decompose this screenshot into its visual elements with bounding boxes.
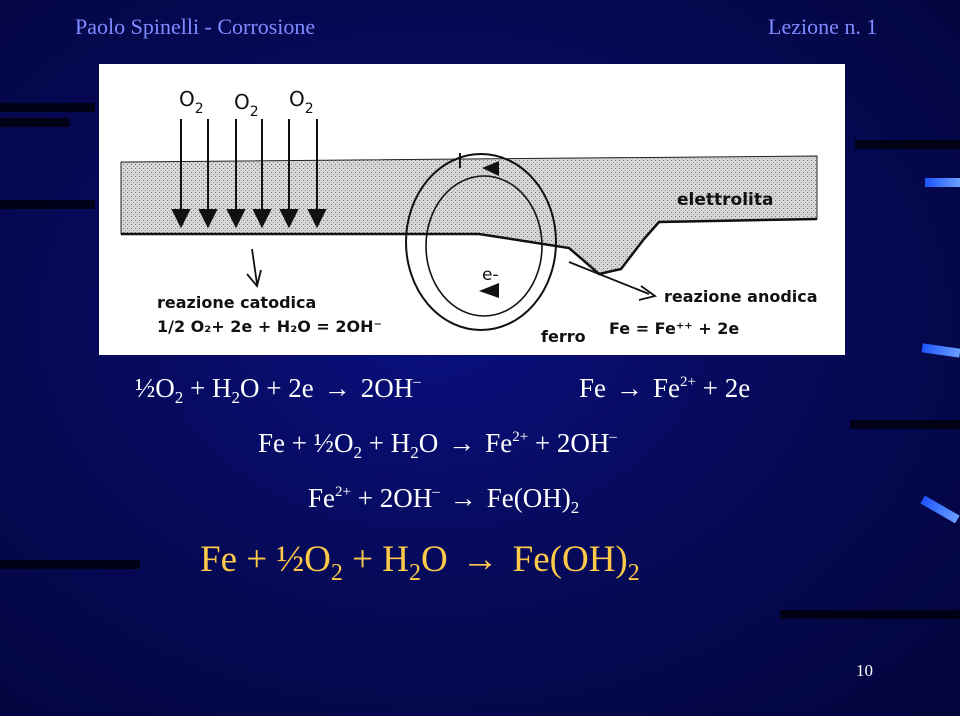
electrolyte-label: elettrolita [677,190,773,210]
corrosion-diagram: O2 O2 O2 I e- elettrolita reazione catod… [99,64,845,355]
anodic-reaction-title: reazione anodica [664,287,818,306]
precipitation-equation: Fe2+ + 2OH–→Fe(OH)2 [308,483,580,517]
iron-label: ferro [541,327,586,346]
reaction-arrow-icon: → [323,373,351,403]
reaction-arrow-icon: → [448,428,476,458]
decor-streak [855,140,960,149]
electron-label: e- [482,265,499,285]
cathodic-reaction-equation: 1/2 O₂+ 2e + H₂O = 2OH⁻ [157,317,382,336]
electrolyte-layer [120,155,818,275]
final-equation: Fe + ½O2 + H2O→Fe(OH)2 [200,539,640,586]
oxygen-flow-arrows [171,119,327,229]
cathodic-reaction-title: reazione catodica [157,293,316,312]
reaction-arrow-icon: → [449,483,477,513]
anodic-reaction-equation: Fe = Fe⁺⁺ + 2e [609,319,739,338]
reaction-arrow-icon: → [616,373,643,403]
decor-accent-bar [925,178,960,187]
decor-streak [850,420,960,429]
decor-streak [0,560,140,569]
o2-label-3: O2 [289,87,314,117]
page-number: 10 [856,661,873,680]
overall-ionic-equation: Fe + ½O2 + H2O→Fe2+ + 2OH– [258,428,617,462]
o2-label-1: O2 [179,87,204,117]
decor-streak [780,610,960,619]
decor-streak [0,118,70,127]
slide-header-right: Lezione n. 1 [768,14,878,39]
reaction-arrow-icon: → [461,539,499,580]
o2-label-2: O2 [234,90,259,120]
cathodic-pointer [251,248,258,285]
current-loop-outer [405,153,557,331]
cathodic-equation: ½O2 + H2O + 2e→2OH– [135,373,421,407]
current-loop-inner [425,175,543,317]
decor-accent-bar [921,343,960,358]
anodic-equation: Fe→Fe2+ + 2e [579,373,751,403]
current-label: I [457,149,463,173]
decor-streak [0,103,95,112]
decor-accent-bar [920,495,960,524]
decor-streak [0,200,95,209]
slide-header-left: Paolo Spinelli - Corrosione [75,14,316,39]
anodic-pointer [568,261,650,295]
